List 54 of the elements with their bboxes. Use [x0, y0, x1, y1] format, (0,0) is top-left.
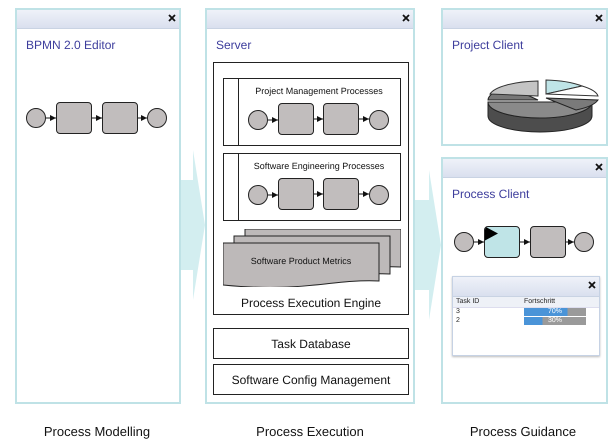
pool-label: Project Management Processes [254, 86, 384, 96]
task-box [530, 226, 566, 258]
app-window [441, 157, 608, 404]
task-box [56, 102, 92, 134]
component-box [213, 328, 409, 359]
sequence-arrow [520, 239, 530, 245]
component-box [213, 364, 409, 395]
flow-arrow [181, 150, 205, 300]
window-title: Server [216, 38, 252, 52]
event-circle [26, 108, 46, 128]
app-window [441, 8, 608, 146]
sequence-arrow [46, 115, 56, 121]
event-circle [369, 185, 389, 205]
sequence-arrow [138, 115, 148, 121]
component-label: Software Config Management [230, 373, 392, 387]
pool-label: Software Engineering Processes [252, 161, 386, 171]
event-circle [574, 232, 594, 252]
task-box [278, 178, 314, 210]
flow-arrow [415, 170, 441, 320]
table-window [452, 276, 600, 356]
sequence-arrow [474, 239, 484, 245]
app-window [205, 8, 415, 404]
column-label: Process Guidance [470, 424, 576, 439]
engine-label: Process Execution Engine [240, 296, 382, 310]
pool-box [223, 78, 401, 146]
sequence-arrow [358, 191, 370, 197]
task-box [323, 178, 359, 210]
sequence-arrow [92, 115, 102, 121]
sequence-arrow [268, 117, 278, 123]
sequence-arrow [358, 116, 370, 122]
sequence-arrow [566, 239, 574, 245]
event-circle [248, 110, 268, 130]
pool-box [223, 153, 401, 221]
document-label: Software Product Metrics [250, 256, 352, 266]
component-label: Task Database [270, 337, 352, 351]
engine-box [213, 62, 409, 315]
app-window [15, 8, 181, 404]
task-box [278, 103, 314, 135]
window-title: BPMN 2.0 Editor [26, 38, 116, 52]
task-box [102, 102, 138, 134]
event-circle [369, 110, 389, 130]
window-title: Project Client [452, 38, 524, 52]
sequence-arrow [268, 192, 278, 198]
event-circle [147, 108, 167, 128]
active-task-box [484, 226, 520, 258]
event-circle [248, 185, 268, 205]
sequence-arrow [314, 191, 324, 197]
window-title: Process Client [452, 187, 530, 201]
document-stack [223, 229, 401, 287]
column-label: Process Execution [256, 424, 364, 439]
task-box [323, 103, 359, 135]
sequence-arrow [314, 116, 324, 122]
column-label: Process Modelling [44, 424, 150, 439]
event-circle [454, 232, 474, 252]
